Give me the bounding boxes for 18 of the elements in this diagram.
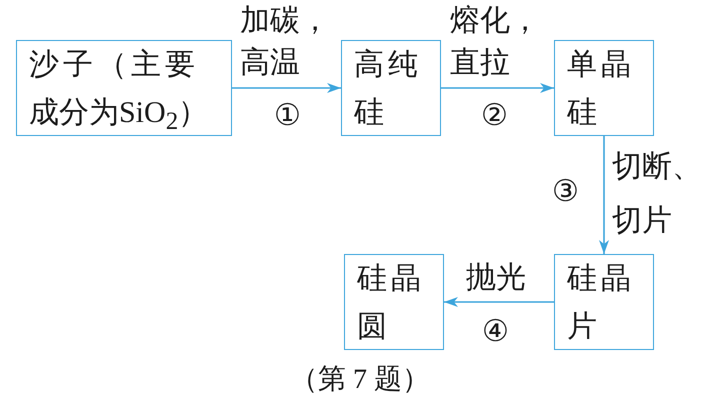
arrow — [441, 83, 554, 93]
process-box: 硅晶圆 — [344, 254, 444, 350]
step-number: ③ — [552, 174, 579, 210]
process-box: 沙子（主要成分为SiO$_{2}$） — [16, 40, 232, 136]
step-number: ① — [274, 98, 301, 134]
caption: （第 7 题） — [290, 363, 430, 397]
process-box: 硅晶片 — [554, 254, 654, 350]
edge-label: 抛光 — [466, 260, 527, 296]
step-number: ④ — [482, 314, 509, 350]
step-number: ② — [481, 98, 508, 134]
process-box: 单晶硅 — [554, 40, 654, 136]
process-box: 高纯硅 — [341, 40, 441, 136]
arrow — [232, 83, 341, 93]
arrow — [444, 297, 554, 307]
edge-label: 熔化，直拉 — [450, 3, 541, 81]
edge-label: 切断、切片 — [612, 149, 703, 239]
arrow — [599, 136, 609, 254]
edge-label: 加碳，高温 — [240, 3, 331, 81]
